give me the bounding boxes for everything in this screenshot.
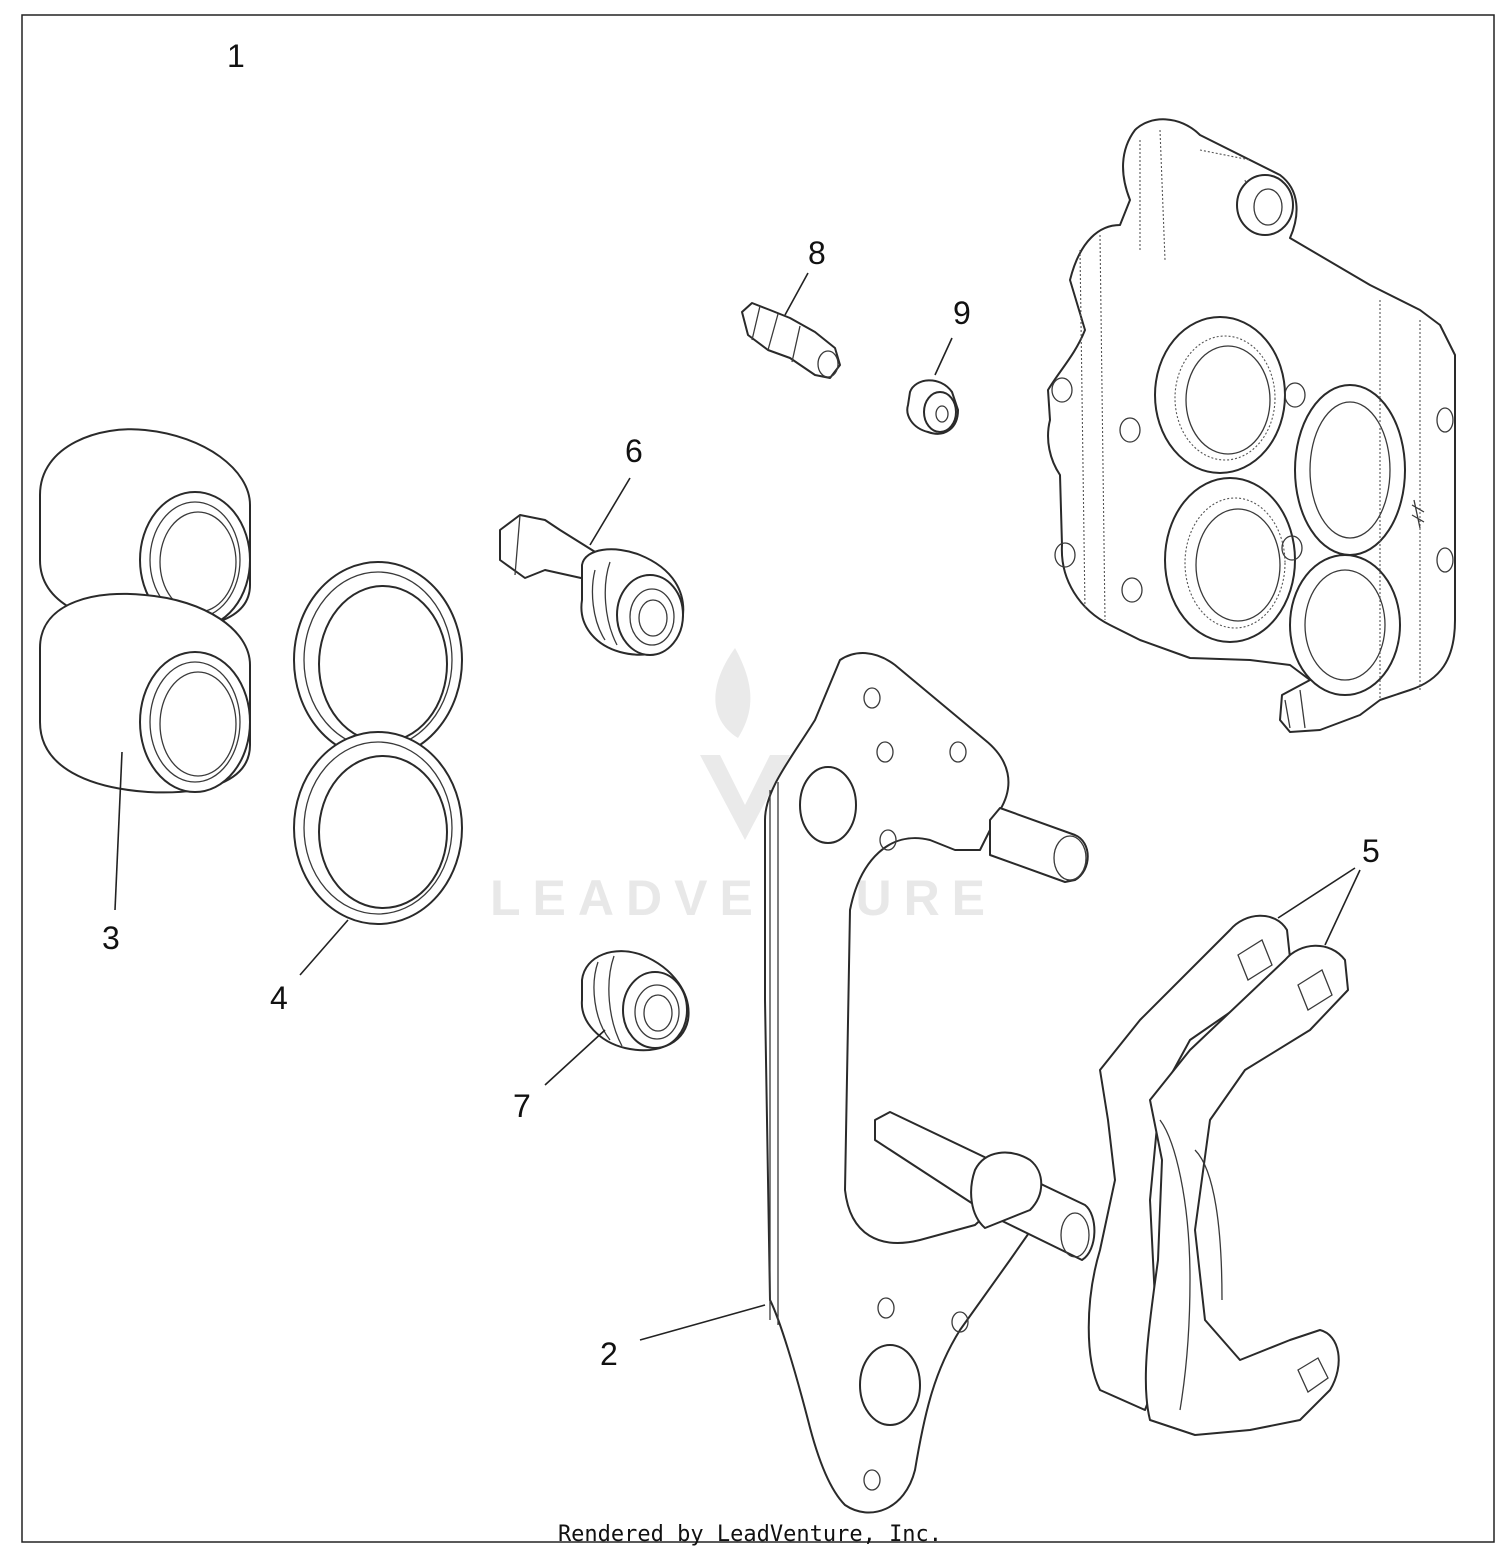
callout-6: 6 [625,433,643,469]
leader-9 [934,337,953,376]
callout-1: 1 [227,38,245,74]
footer-credit: Rendered by LeadVenture, Inc. [557,1522,943,1547]
leader-4 [299,919,349,976]
leader-lines [114,272,1361,1341]
part-9-bleeder-cap [906,379,959,435]
part-7-boot [580,950,690,1052]
callout-5: 5 [1362,833,1380,869]
callout-3: 3 [102,920,120,956]
leader-7 [544,1029,606,1086]
part-8-bleeder-screw [741,302,841,379]
watermark-text: LEADVENTURE [490,870,997,926]
callout-8: 8 [808,235,826,271]
part-6-slide-pin-boot [499,514,685,656]
part-1-caliper-body [1047,118,1456,733]
leader-8 [784,272,809,316]
callout-7: 7 [513,1088,531,1124]
part-3-pistons [39,428,251,794]
part-5-brake-pads [1087,914,1349,1436]
callout-2: 2 [600,1336,618,1372]
callout-9: 9 [953,295,971,331]
leader-3 [114,751,123,911]
part-4-seals [293,561,463,925]
diagram-border [21,14,1495,1543]
leader-2 [639,1304,766,1341]
part-2-caliper-bracket [764,652,1096,1514]
leader-5a [1277,867,1356,919]
callout-4: 4 [270,980,288,1016]
leadventure-watermark-logo: LEADVENTURE [490,648,997,926]
leader-5b [1324,869,1361,946]
leader-6 [589,477,631,546]
